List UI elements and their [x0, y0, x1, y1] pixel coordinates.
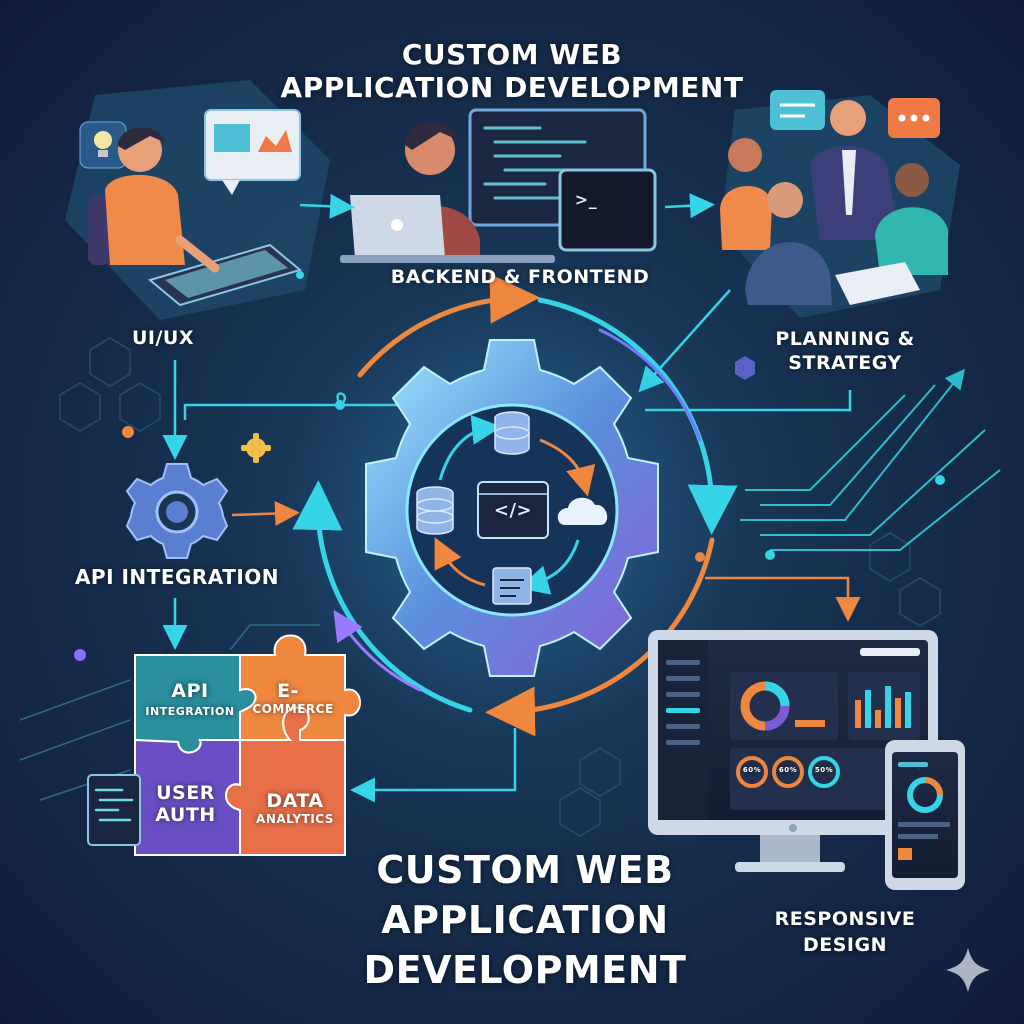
central-gear-icon: [365, 339, 659, 677]
label-responsive-design: RESPONSIVE DESIGN: [774, 908, 916, 956]
label-backend-frontend: BACKEND & FRONTEND: [390, 266, 650, 288]
code-symbol: </>: [493, 500, 533, 521]
cycle-arrows: [292, 273, 738, 737]
mobile-phone: [885, 740, 965, 890]
terminal-prompt: >_: [574, 190, 598, 209]
circuit-lines: [740, 368, 1001, 551]
planning-scene: [720, 90, 960, 318]
puzzle-label-api: API: [171, 680, 209, 702]
code-window-icon: [477, 481, 549, 539]
puzzle-label-user-auth: USER AUTH: [155, 782, 216, 826]
bottom-title: CUSTOM WEB APPLICATION DEVELOPMENT: [363, 848, 687, 992]
hexagon-icon: [735, 356, 755, 380]
hexagon-pattern: [59, 337, 941, 837]
database-icon: [494, 411, 530, 455]
label-uiux: UI/UX: [132, 327, 195, 349]
puzzle-label-analytics: ANALYTICS: [256, 812, 334, 826]
gauge-value-1: 60%: [742, 766, 762, 774]
puzzle-label-data: DATA: [266, 790, 324, 812]
top-title: CUSTOM WEB APPLICATION DEVELOPMENT: [280, 38, 744, 104]
puzzle-piece-data-analytics: [225, 706, 346, 856]
label-planning-strategy: PLANNING & STRATEGY: [775, 328, 915, 374]
sparkle-icon: [946, 948, 990, 992]
code-document-icon: [87, 774, 141, 846]
backend-frontend-scene: [340, 108, 657, 263]
cloud-icon: [557, 497, 608, 525]
puzzle-label-ecommerce-prefix: E-: [277, 680, 299, 702]
label-api-integration: API INTEGRATION: [74, 565, 280, 589]
api-gear-icon: [125, 463, 229, 559]
uiux-scene: [65, 80, 330, 320]
server-icon: [416, 486, 454, 535]
small-gear-icon: [241, 433, 271, 463]
gauge-value-2: 60%: [778, 766, 798, 774]
desktop-monitor: [648, 630, 938, 872]
gauge-value-3: 50%: [814, 766, 834, 774]
puzzle-label-integration: INTEGRATION: [145, 705, 235, 718]
document-icon: [492, 567, 532, 605]
puzzle-label-ecommerce: COMMERCE: [252, 702, 334, 716]
puzzle-graphic: [134, 634, 361, 856]
